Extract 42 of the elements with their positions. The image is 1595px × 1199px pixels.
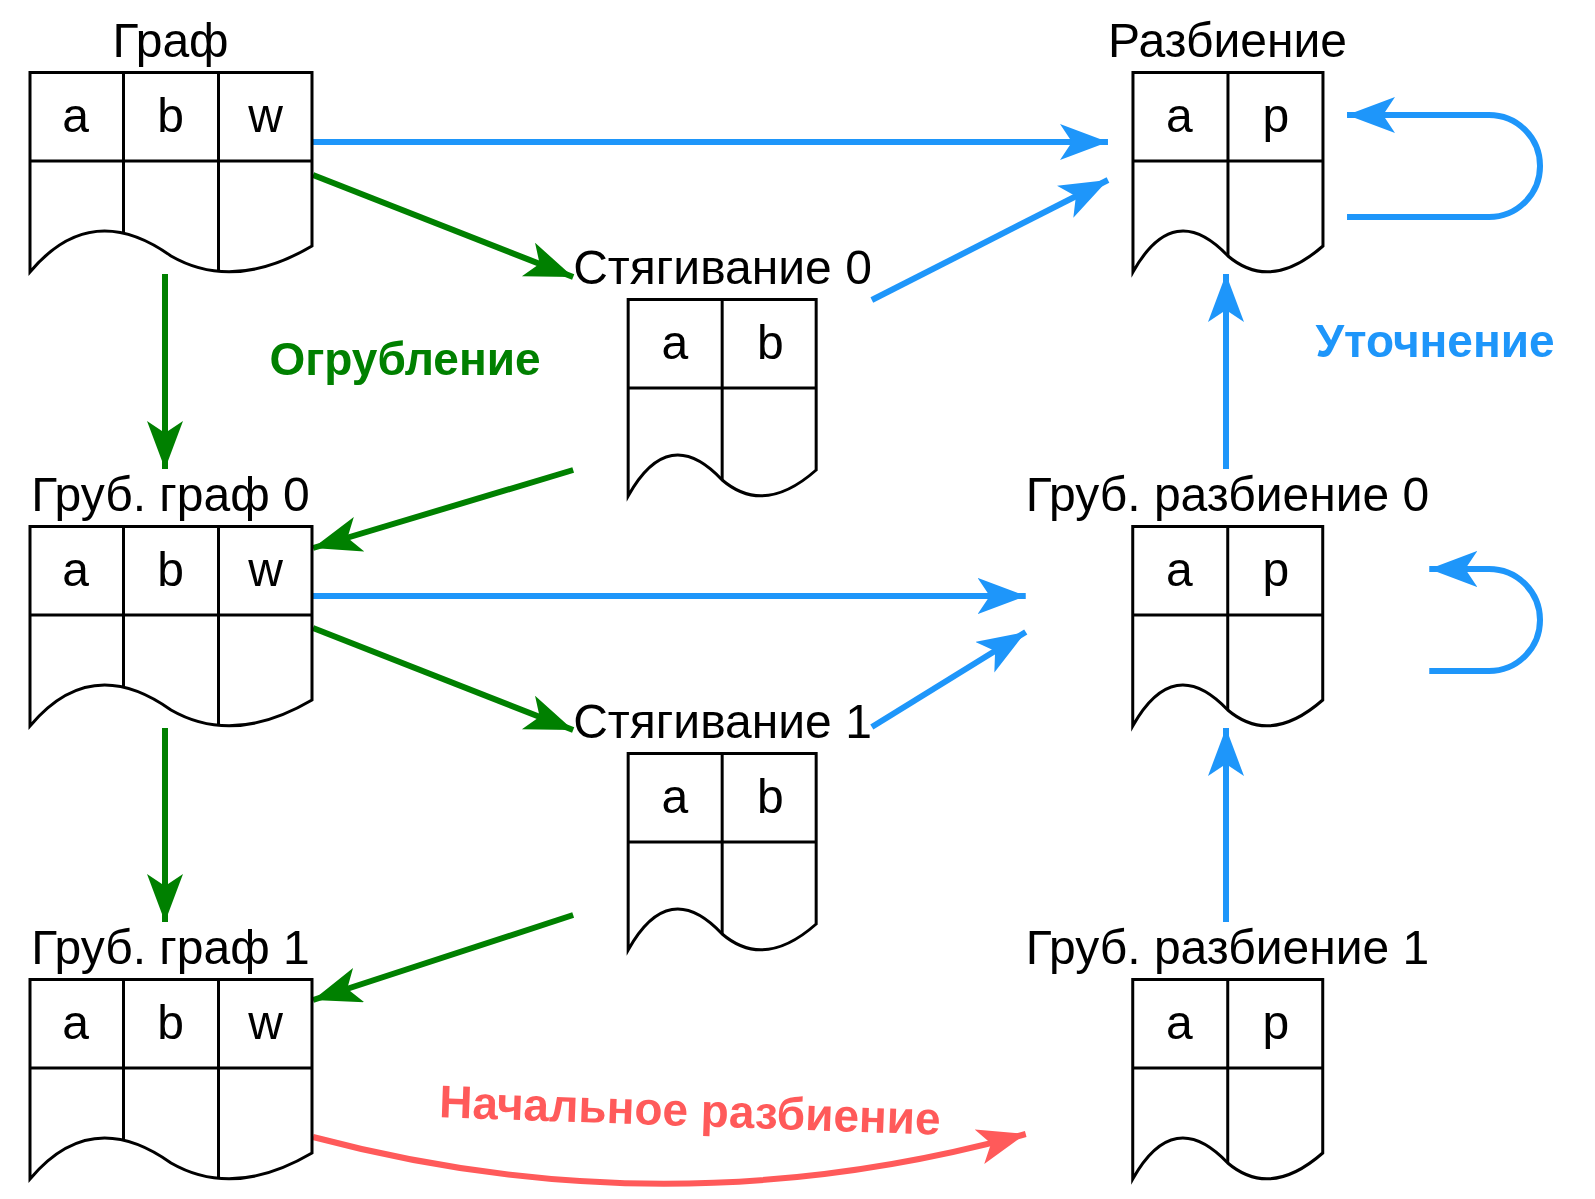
arrow <box>1208 728 1244 922</box>
arrow <box>870 629 1028 730</box>
column-header: a <box>660 315 690 371</box>
column-header: w <box>247 542 284 598</box>
column-header: p <box>1261 542 1291 598</box>
arrow <box>312 467 575 552</box>
column-header: a <box>1164 542 1194 598</box>
column-header: b <box>755 769 785 825</box>
arrow <box>311 172 575 280</box>
column-header: b <box>156 995 185 1051</box>
arrow <box>147 728 183 922</box>
column-header: b <box>755 315 785 371</box>
table-title: Стягивание 1 <box>573 696 872 748</box>
edge-label: Начальное разбиение <box>438 1075 942 1145</box>
column-header: a <box>61 995 90 1051</box>
column-header: w <box>247 88 284 144</box>
arrow <box>147 274 183 469</box>
column-header: a <box>1164 995 1194 1051</box>
column-header: b <box>156 88 185 144</box>
arrow <box>311 625 575 733</box>
table-title: Стягивание 0 <box>573 242 872 294</box>
column-header: a <box>61 542 90 598</box>
table-title: Груб. граф 0 <box>31 469 310 521</box>
column-header: p <box>1261 995 1291 1051</box>
arrow <box>1208 274 1244 469</box>
table-title: Граф <box>112 15 229 67</box>
arrow <box>1347 97 1543 220</box>
column-header: a <box>61 88 90 144</box>
arrow <box>312 912 575 1003</box>
table-title: Груб. граф 1 <box>31 922 310 974</box>
stage-label: Огрубление <box>269 333 541 385</box>
column-header: b <box>156 542 185 598</box>
table-title: Груб. разбиение 0 <box>1025 469 1430 521</box>
arrow <box>313 578 1026 614</box>
arrow <box>1429 551 1543 674</box>
column-header: w <box>247 995 284 1051</box>
arrow <box>313 124 1108 160</box>
table-title: Груб. разбиение 1 <box>1025 922 1430 974</box>
arrow <box>870 177 1110 303</box>
stage-label: Уточнение <box>1315 315 1555 367</box>
column-header: a <box>660 769 690 825</box>
arrow <box>312 1128 1027 1187</box>
